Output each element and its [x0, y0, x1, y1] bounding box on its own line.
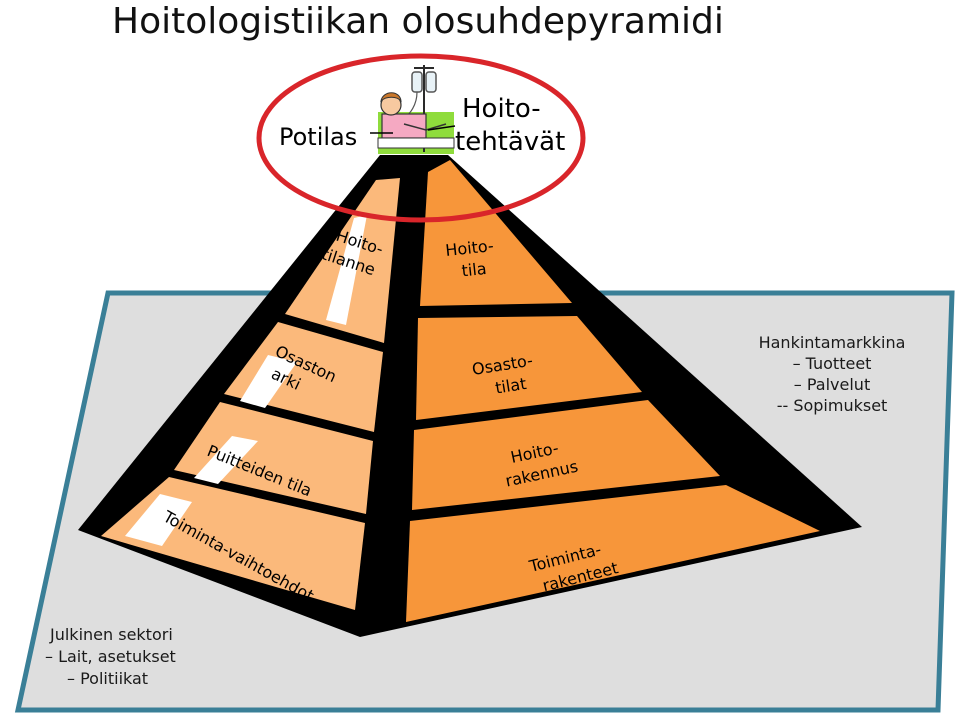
market-title: Hankintamarkkina: [759, 333, 906, 352]
highlight-strip-1: [326, 215, 367, 325]
right-face-3: [412, 400, 720, 510]
right-face-1-line1: Hoito-: [444, 236, 494, 260]
right-face-1: [420, 160, 572, 306]
page-title: Hoitologistiikan olosuhdepyramidi: [112, 1, 724, 42]
tasks-label-line2: tehtävät: [455, 127, 565, 157]
public-sector-item-policies: – Politiikat: [67, 669, 148, 688]
highlight-strip-4: [125, 494, 192, 546]
patient-illustration: [377, 65, 455, 154]
public-sector-item-laws: – Lait, asetukset: [45, 647, 176, 666]
market-item-services: – Palvelut: [794, 375, 870, 394]
patient-label: Potilas: [279, 123, 357, 151]
public-sector-title: Julkinen sektori: [49, 625, 173, 644]
left-face-2: [224, 322, 383, 432]
highlight-strip-2: [240, 355, 297, 408]
right-face-2-line2: tilat: [494, 374, 528, 398]
market-item-products: – Tuotteet: [793, 354, 872, 373]
market-item-contracts: -- Sopimukset: [777, 396, 888, 415]
tasks-arrow: [427, 125, 456, 131]
right-face-2: [416, 316, 642, 420]
left-face-3: [174, 402, 373, 514]
right-face-1-line2: tila: [461, 259, 488, 281]
tasks-label-line1: Hoito-: [462, 94, 541, 124]
right-face-4: [406, 485, 820, 622]
highlight-strip-3: [194, 436, 258, 484]
focus-ellipse: [256, 53, 586, 223]
